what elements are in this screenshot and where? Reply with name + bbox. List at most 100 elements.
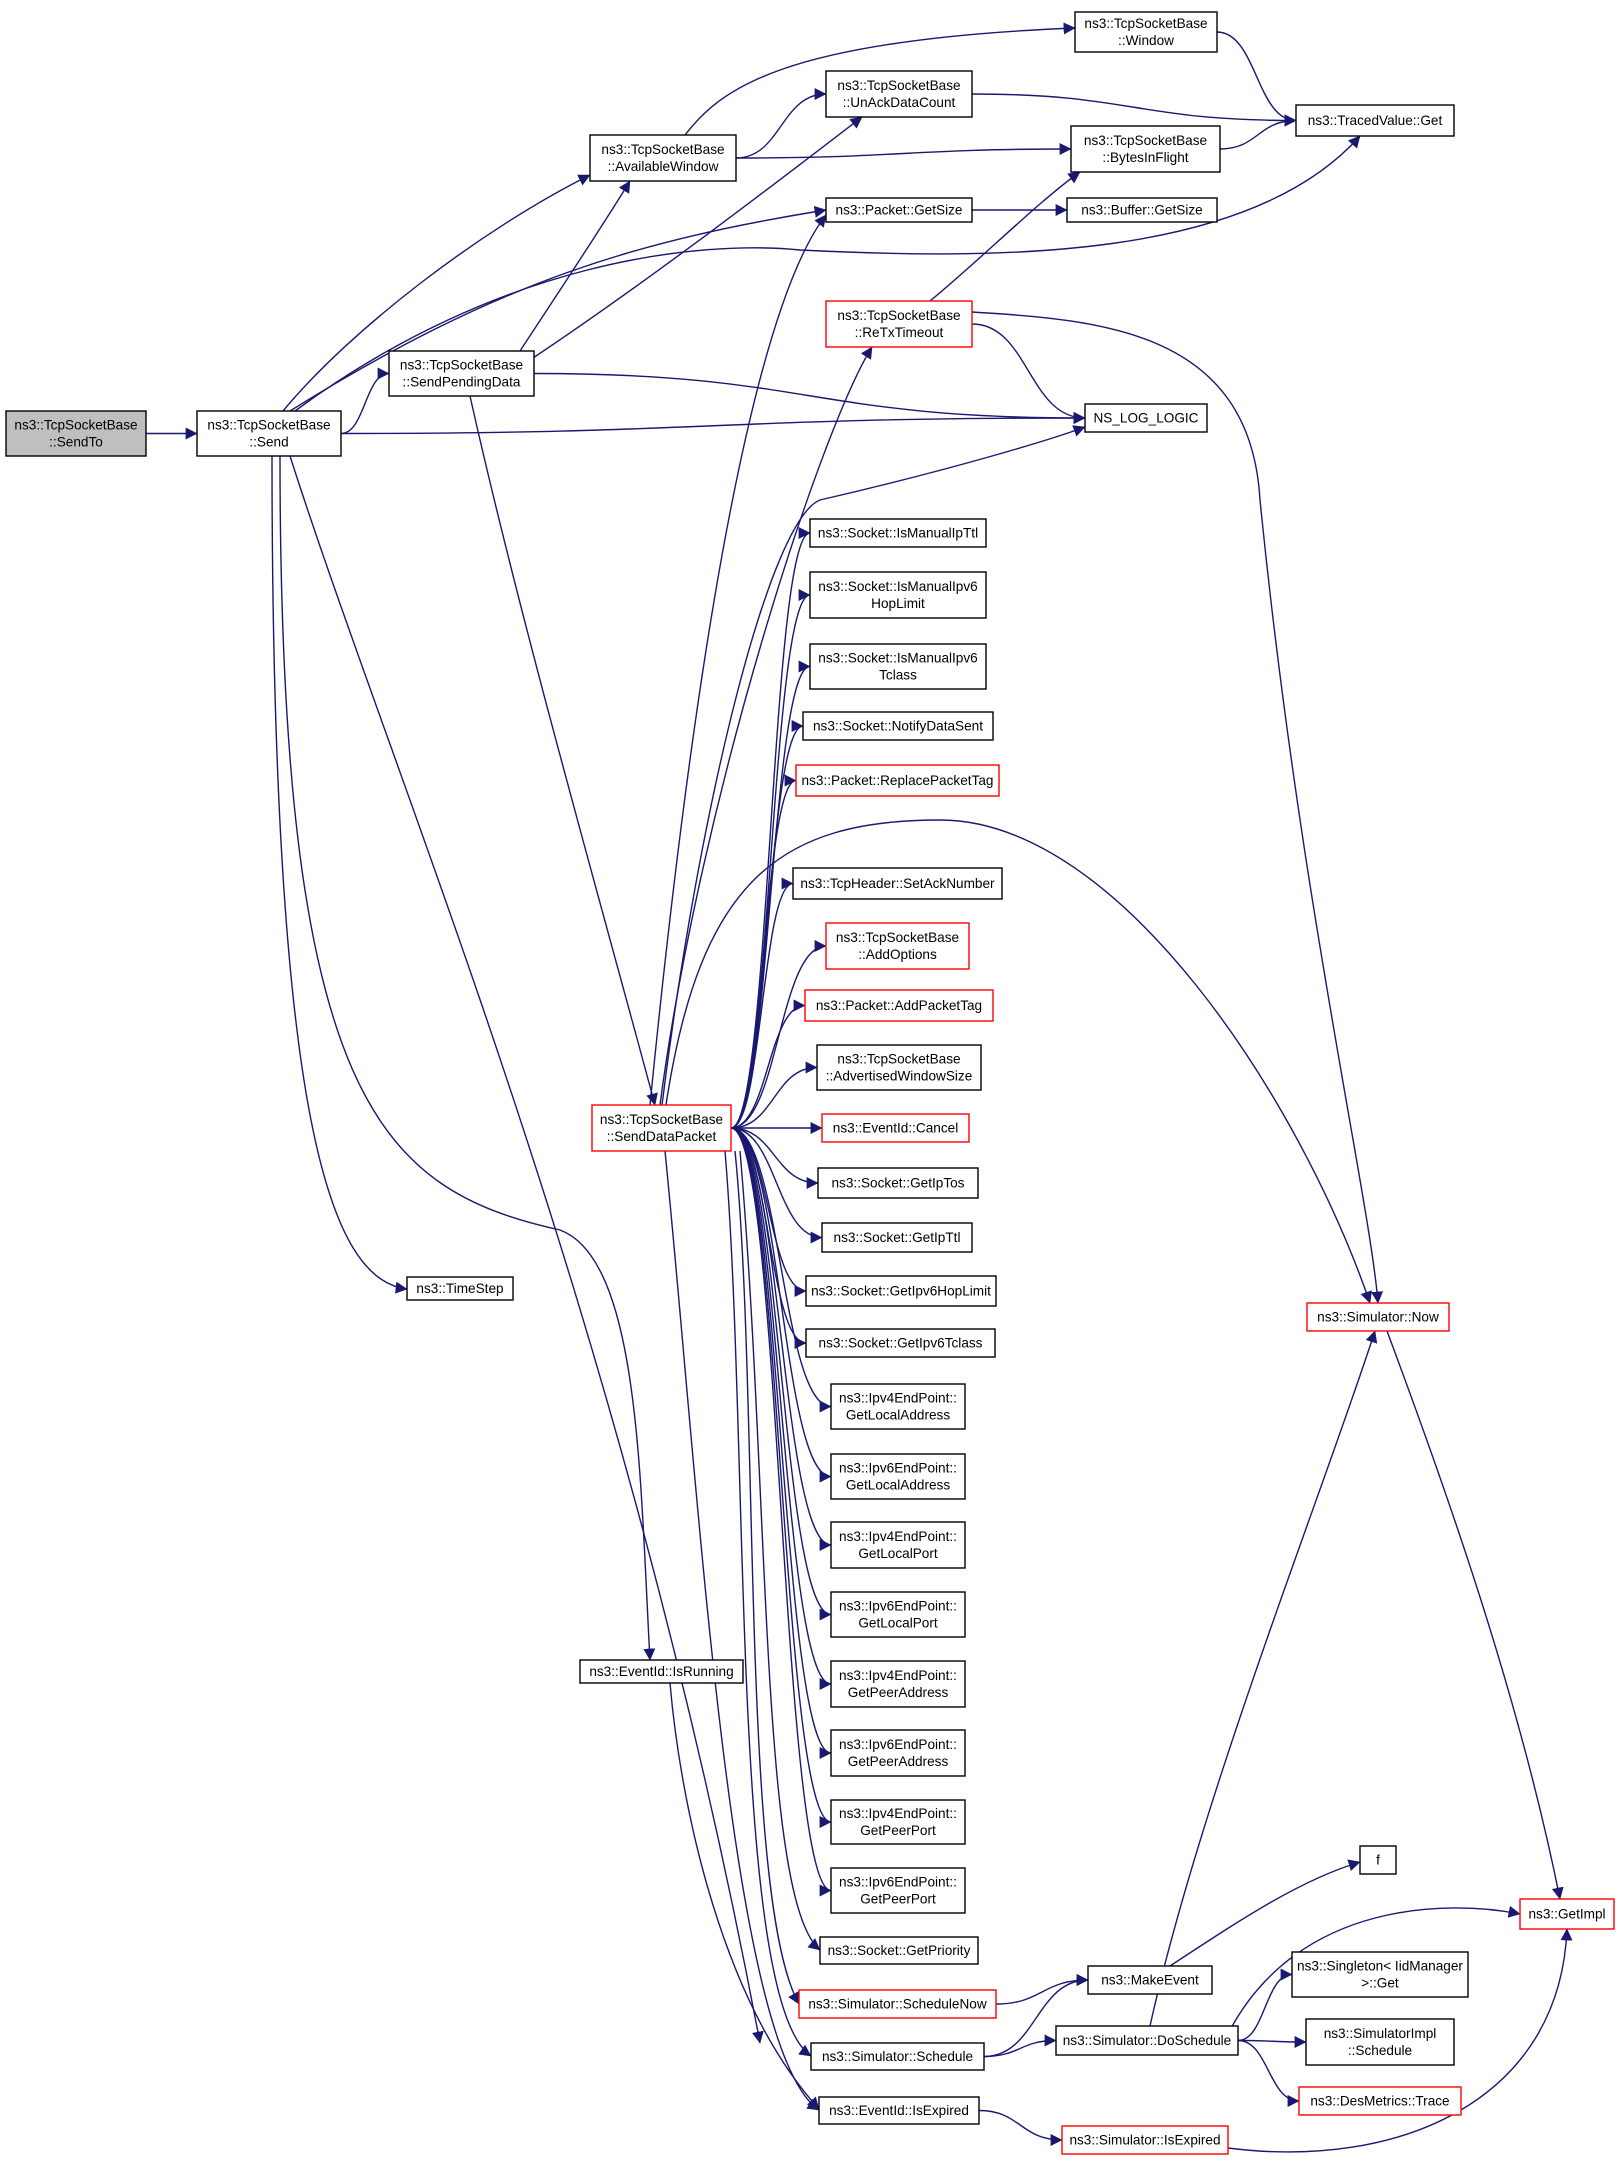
edge-senddatapacket-to-ipv4peerport xyxy=(730,1127,832,1828)
node-replacepackettag[interactable]: ns3::Packet::ReplacePacketTag xyxy=(795,764,1000,797)
node-getipttl[interactable]: ns3::Socket::GetIpTtl xyxy=(821,1222,973,1253)
node-sendpendingdata[interactable]: ns3::TcpSocketBase::SendPendingData xyxy=(388,350,535,397)
node-label: ns3::Socket::GetPriority xyxy=(828,1943,971,1958)
edge-arrow xyxy=(730,1127,832,1413)
node-label: ns3::EventId::Cancel xyxy=(833,1121,958,1136)
node-packetgetsize[interactable]: ns3::Packet::GetSize xyxy=(825,197,973,223)
node-label: ns3::Simulator::DoSchedule xyxy=(1063,2033,1232,2048)
node-unackdatacount[interactable]: ns3::TcpSocketBase::UnAckDataCount xyxy=(825,70,973,118)
edge-doschedule-to-singletonget xyxy=(1237,1968,1293,2042)
node-box xyxy=(825,922,970,970)
node-eventidcancel[interactable]: ns3::EventId::Cancel xyxy=(821,1113,970,1143)
edge-arrow xyxy=(289,205,827,412)
edge-arrow xyxy=(971,323,1086,424)
edge-senddatapacket-to-addpackettag xyxy=(730,999,806,1129)
edge-senddatapacket-to-setacknumber xyxy=(730,877,794,1129)
edge-doschedule-to-desmetricstrace xyxy=(1237,2039,1300,2107)
node-window[interactable]: ns3::TcpSocketBase::Window xyxy=(1074,11,1218,53)
node-ipv4localaddress[interactable]: ns3::Ipv4EndPoint::GetLocalAddress xyxy=(830,1383,966,1430)
node-getpriority[interactable]: ns3::Socket::GetPriority xyxy=(819,1936,979,1965)
edge-arrow xyxy=(1169,1859,1361,1967)
node-schedulenow[interactable]: ns3::Simulator::ScheduleNow xyxy=(798,1989,997,2019)
edge-arrow xyxy=(1229,1905,1521,2031)
node-box xyxy=(798,1989,997,2019)
node-label: >::Get xyxy=(1361,1976,1399,1991)
edge-arrow xyxy=(340,367,390,435)
node-label: ::UnAckDataCount xyxy=(843,95,956,110)
edge-arrow xyxy=(340,412,1086,435)
node-label: ns3::TcpSocketBase xyxy=(836,930,959,945)
node-sendto[interactable]: ns3::TcpSocketBase::SendTo xyxy=(5,410,147,457)
edge-arrow xyxy=(1386,1330,1564,1900)
node-senddatapacket[interactable]: ns3::TcpSocketBase::SendDataPacket xyxy=(591,1104,732,1152)
node-label: GetPeerPort xyxy=(860,1823,936,1838)
edge-arrow xyxy=(983,1974,1089,2058)
node-getipv6hoplimit[interactable]: ns3::Socket::GetIpv6HopLimit xyxy=(805,1275,997,1307)
edge-arrow xyxy=(730,1061,818,1129)
node-simisexpired[interactable]: ns3::Simulator::IsExpired xyxy=(1061,2125,1229,2155)
node-getiptos[interactable]: ns3::Socket::GetIpTos xyxy=(817,1167,979,1199)
node-send[interactable]: ns3::TcpSocketBase::Send xyxy=(196,410,342,457)
node-box xyxy=(805,1328,996,1358)
node-schedule[interactable]: ns3::Simulator::Schedule xyxy=(810,2042,985,2071)
edge-senddatapacket-to-advertisedwindowsize xyxy=(730,1061,818,1129)
node-label: ns3::TcpSocketBase xyxy=(837,78,960,93)
node-desmetricstrace[interactable]: ns3::DesMetrics::Trace xyxy=(1298,2086,1462,2116)
node-ismanualipttl[interactable]: ns3::Socket::IsManualIpTtl xyxy=(809,518,987,548)
node-buffergetsize[interactable]: ns3::Buffer::GetSize xyxy=(1066,197,1218,223)
node-label: ns3::EventId::IsExpired xyxy=(829,2103,969,2118)
node-addoptions[interactable]: ns3::TcpSocketBase::AddOptions xyxy=(825,922,970,970)
node-ipv4peeraddress[interactable]: ns3::Ipv4EndPoint::GetPeerAddress xyxy=(830,1660,966,1708)
node-box xyxy=(406,1276,514,1301)
node-label: ns3::TcpSocketBase xyxy=(207,418,330,433)
node-simulatorimplschedule[interactable]: ns3::SimulatorImpl::Schedule xyxy=(1305,2018,1455,2066)
node-timestep[interactable]: ns3::TimeStep xyxy=(406,1276,514,1301)
node-retxtimeout[interactable]: ns3::TcpSocketBase::ReTxTimeout xyxy=(825,300,973,348)
node-box xyxy=(810,2042,985,2071)
node-addpackettag[interactable]: ns3::Packet::AddPacketTag xyxy=(804,989,994,1022)
node-label: ::AvailableWindow xyxy=(608,159,719,174)
node-f[interactable]: f xyxy=(1359,1845,1397,1875)
node-setacknumber[interactable]: ns3::TcpHeader::SetAckNumber xyxy=(792,867,1003,900)
node-box xyxy=(1070,125,1221,173)
node-doschedule[interactable]: ns3::Simulator::DoSchedule xyxy=(1055,2025,1239,2056)
edge-arrow xyxy=(271,455,408,1294)
edge-senddatapacket-to-ismanualipttl xyxy=(730,527,811,1129)
edge-arrow xyxy=(684,22,1076,136)
node-ipv6localaddress[interactable]: ns3::Ipv6EndPoint::GetLocalAddress xyxy=(830,1453,966,1500)
node-isexpired[interactable]: ns3::EventId::IsExpired xyxy=(818,2096,980,2125)
node-label: ns3::Packet::AddPacketTag xyxy=(816,998,982,1013)
node-ipv6localport[interactable]: ns3::Ipv6EndPoint::GetLocalPort xyxy=(830,1591,966,1638)
node-getimpl[interactable]: ns3::GetImpl xyxy=(1519,1898,1615,1930)
node-nslog[interactable]: NS_LOG_LOGIC xyxy=(1084,403,1208,433)
node-isrunning[interactable]: ns3::EventId::IsRunning xyxy=(579,1659,744,1684)
node-box xyxy=(802,711,994,741)
node-label: ns3::DesMetrics::Trace xyxy=(1310,2094,1449,2109)
node-notifydatasent[interactable]: ns3::Socket::NotifyDataSent xyxy=(802,711,994,741)
node-ipv4peerport[interactable]: ns3::Ipv4EndPoint::GetPeerPort xyxy=(830,1799,966,1845)
edge-send-to-isrunning xyxy=(279,455,656,1661)
edge-retxtimeout-to-nslog xyxy=(971,323,1086,424)
node-ipv6peerport[interactable]: ns3::Ipv6EndPoint::GetPeerPort xyxy=(830,1867,966,1914)
node-label: GetLocalAddress xyxy=(846,1408,950,1423)
node-label: ns3::Ipv6EndPoint:: xyxy=(839,1461,957,1476)
node-singletonget[interactable]: ns3::Singleton< IidManager>::Get xyxy=(1291,1951,1469,1998)
node-tracedvalueget[interactable]: ns3::TracedValue::Get xyxy=(1295,104,1455,137)
node-makeevent[interactable]: ns3::MakeEvent xyxy=(1087,1965,1213,1995)
node-box xyxy=(821,1113,970,1143)
edge-arrow xyxy=(730,1127,807,1297)
node-box xyxy=(830,1453,966,1500)
node-getipv6tclass[interactable]: ns3::Socket::GetIpv6Tclass xyxy=(805,1328,996,1358)
node-simulatornow[interactable]: ns3::Simulator::Now xyxy=(1306,1302,1450,1332)
node-advertisedwindowsize[interactable]: ns3::TcpSocketBase::AdvertisedWindowSize xyxy=(816,1044,982,1091)
node-bytesinflight[interactable]: ns3::TcpSocketBase::BytesInFlight xyxy=(1070,125,1221,173)
edge-sendpendingdata-to-availablewindow xyxy=(519,180,631,352)
node-ipv6peeraddress[interactable]: ns3::Ipv6EndPoint::GetPeerAddress xyxy=(830,1729,966,1777)
node-label: f xyxy=(1376,1853,1380,1868)
node-availablewindow[interactable]: ns3::TcpSocketBase::AvailableWindow xyxy=(589,134,737,182)
node-label: ::Schedule xyxy=(1348,2043,1412,2058)
node-label: ns3::Ipv4EndPoint:: xyxy=(839,1391,957,1406)
node-ipv4localport[interactable]: ns3::Ipv4EndPoint::GetLocalPort xyxy=(830,1521,966,1569)
